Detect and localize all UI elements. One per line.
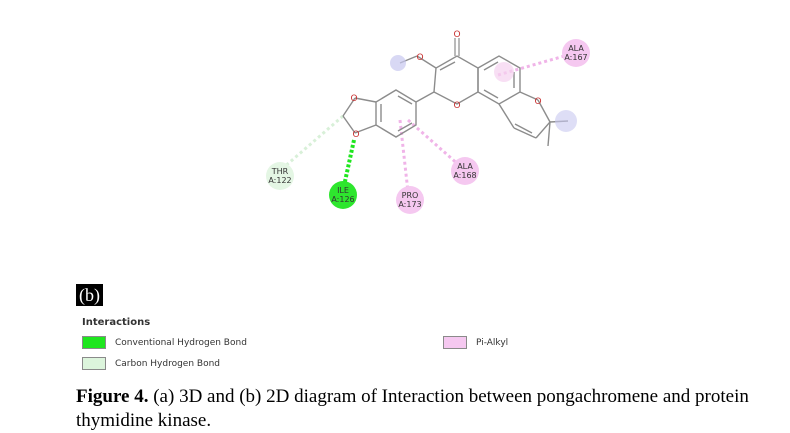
pi-alkyl-line-pro173 <box>398 119 410 193</box>
pongachromene-molecule <box>342 38 569 147</box>
legend-swatch <box>82 357 106 370</box>
legend-item-conventional-h-bond: Conventional Hydrogen Bond <box>82 336 247 349</box>
oxygen-label-methoxy: O <box>416 53 423 63</box>
legend-swatch <box>82 336 106 349</box>
caption-label: Figure 4. <box>76 386 149 407</box>
oxygen-label-carbonyl: O <box>453 30 460 40</box>
caption-text: (a) 3D and (b) 2D diagram of Interaction… <box>76 386 749 431</box>
benzene-ring-left <box>375 89 417 138</box>
h-bond-line-ile126 <box>342 139 356 187</box>
oxygen-label-ring: O <box>453 101 460 111</box>
residue-ile126: ILE A:126 <box>329 181 357 209</box>
interaction-diagram: O O O O O O ALA A:167 ALA A:168 PRO A:17… <box>266 30 590 214</box>
oxygen-label-dioxole-bottom: O <box>352 130 359 140</box>
residue-label-name: PRO <box>402 191 419 200</box>
panel-label: (b) <box>76 284 103 306</box>
legend-title: Interactions <box>82 317 151 328</box>
residue-ala168: ALA A:168 <box>451 157 479 185</box>
legend-label: Carbon Hydrogen Bond <box>115 358 221 369</box>
residue-thr122: THR A:122 <box>266 162 294 190</box>
oxygen-label-chromene: O <box>534 97 541 107</box>
residue-label-name: ALA <box>568 44 584 53</box>
residue-label-name: ALA <box>457 162 473 171</box>
residue-label-id: A:126 <box>331 195 354 204</box>
legend-label: Conventional Hydrogen Bond <box>115 337 247 348</box>
legend-swatch <box>443 336 467 349</box>
residue-label-name: THR <box>271 167 289 176</box>
residue-label-id: A:168 <box>453 171 476 180</box>
legend-item-pi-alkyl: Pi-Alkyl <box>443 336 508 349</box>
gem-methyl-highlight <box>555 110 577 132</box>
legend-label: Pi-Alkyl <box>476 337 509 348</box>
pi-alkyl-line-ala168 <box>407 118 461 168</box>
figure-caption: Figure 4. (a) 3D and (b) 2D diagram of I… <box>76 385 776 433</box>
residue-label-name: ILE <box>337 186 349 195</box>
legend-item-carbon-h-bond: Carbon Hydrogen Bond <box>82 357 220 370</box>
methyl-highlight <box>390 55 406 71</box>
residue-pro173: PRO A:173 <box>396 186 424 214</box>
residue-label-id: A:173 <box>398 200 421 209</box>
interaction-lines <box>282 53 569 193</box>
residue-ala167: ALA A:167 <box>562 39 590 67</box>
oxygen-label-dioxole-top: O <box>350 94 357 104</box>
ring-highlight <box>494 62 514 82</box>
residue-label-id: A:122 <box>268 176 291 185</box>
residue-label-id: A:167 <box>564 53 587 62</box>
carbon-h-bond-line-thr122 <box>282 114 344 170</box>
oxygen-atoms: O O O O O O <box>350 30 541 140</box>
pyranone-ring <box>433 55 479 105</box>
